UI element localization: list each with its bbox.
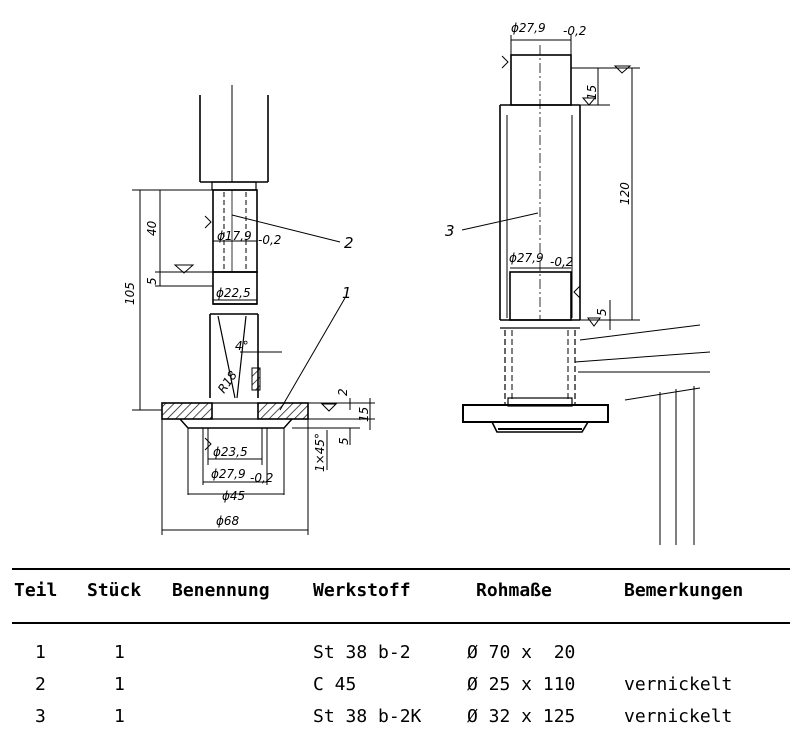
right-view-dimensions: ϕ27,9 -0,2 ϕ27,9 -0,2 15 120 5 3 (445, 21, 632, 316)
cell-stueck: 1 (114, 674, 125, 695)
dim-radius: R18 (215, 368, 240, 396)
header-rule (12, 622, 790, 624)
col-header-benennung: Benennung (172, 580, 270, 601)
dim-h-2: 2 (336, 388, 350, 396)
cell-werkstoff: C 45 (313, 674, 357, 695)
dim-h-5b: 5 (337, 437, 351, 445)
dim-d-bore2: ϕ27,9 (211, 467, 246, 481)
cell-rohmasse: Ø 32 x 125 (467, 706, 576, 727)
dim-d-mid: ϕ22,5 (216, 286, 251, 300)
dim-d-top-tol: -0,2 (258, 233, 281, 247)
cell-werkstoff: St 38 b-2 (313, 642, 411, 663)
dim-d-collar: ϕ45 (222, 489, 245, 503)
dim-r-d-low: ϕ27,9 (509, 251, 544, 265)
cell-bemerkungen: vernickelt (624, 674, 733, 695)
cell-stueck: 1 (114, 642, 125, 663)
col-header-stueck: Stück (87, 580, 142, 601)
col-header-teil: Teil (14, 580, 58, 601)
dim-r-h-120: 120 (618, 182, 632, 205)
dim-d-flange: ϕ68 (216, 514, 240, 528)
dim-d-bore: ϕ23,5 (213, 445, 248, 459)
cell-stueck: 1 (114, 706, 125, 727)
dim-r-d-top-tol: -0,2 (563, 24, 586, 38)
top-rule (12, 568, 790, 570)
cell-bemerkungen: vernickelt (624, 706, 733, 727)
callout-part-3: 3 (445, 222, 455, 240)
left-view-dimensions: ϕ17,9 -0,2 ϕ22,5 ϕ23,5 ϕ27,9 -0,2 ϕ45 ϕ6… (123, 220, 371, 528)
dim-r-d-top: ϕ27,9 (511, 21, 546, 35)
dim-d-top: ϕ17,9 (217, 229, 252, 243)
technical-drawing: ϕ17,9 -0,2 ϕ22,5 ϕ23,5 ϕ27,9 -0,2 ϕ45 ϕ6… (123, 21, 711, 545)
col-header-rohmasse: Rohmaße (476, 580, 552, 601)
dim-h-5: 5 (145, 277, 159, 285)
left-view (132, 85, 375, 535)
col-header-werkstoff: Werkstoff (313, 580, 411, 601)
callout-part-1: 1 (342, 284, 352, 302)
dim-angle: 4° (235, 339, 249, 353)
dim-h-105: 105 (123, 282, 137, 305)
cell-teil: 1 (35, 642, 46, 663)
dim-r-h-15: 15 (585, 85, 599, 100)
cell-teil: 2 (35, 674, 46, 695)
cell-teil: 3 (35, 706, 46, 727)
cell-rohmasse: Ø 25 x 110 (467, 674, 576, 695)
callout-part-2: 2 (344, 234, 354, 252)
dim-h-15: 15 (357, 407, 371, 422)
dim-chamfer: 1×45° (313, 433, 327, 472)
cell-rohmasse: Ø 70 x 20 (467, 642, 576, 663)
dim-h-40: 40 (145, 220, 159, 236)
dim-d-bore2-tol: -0,2 (250, 471, 273, 485)
dim-r-h-5: 5 (595, 308, 609, 316)
col-header-bemerkungen: Bemerkungen (624, 580, 744, 601)
right-view (461, 35, 711, 545)
dim-r-d-low-tol: -0,2 (550, 255, 573, 269)
cell-werkstoff: St 38 b-2K (313, 706, 422, 727)
